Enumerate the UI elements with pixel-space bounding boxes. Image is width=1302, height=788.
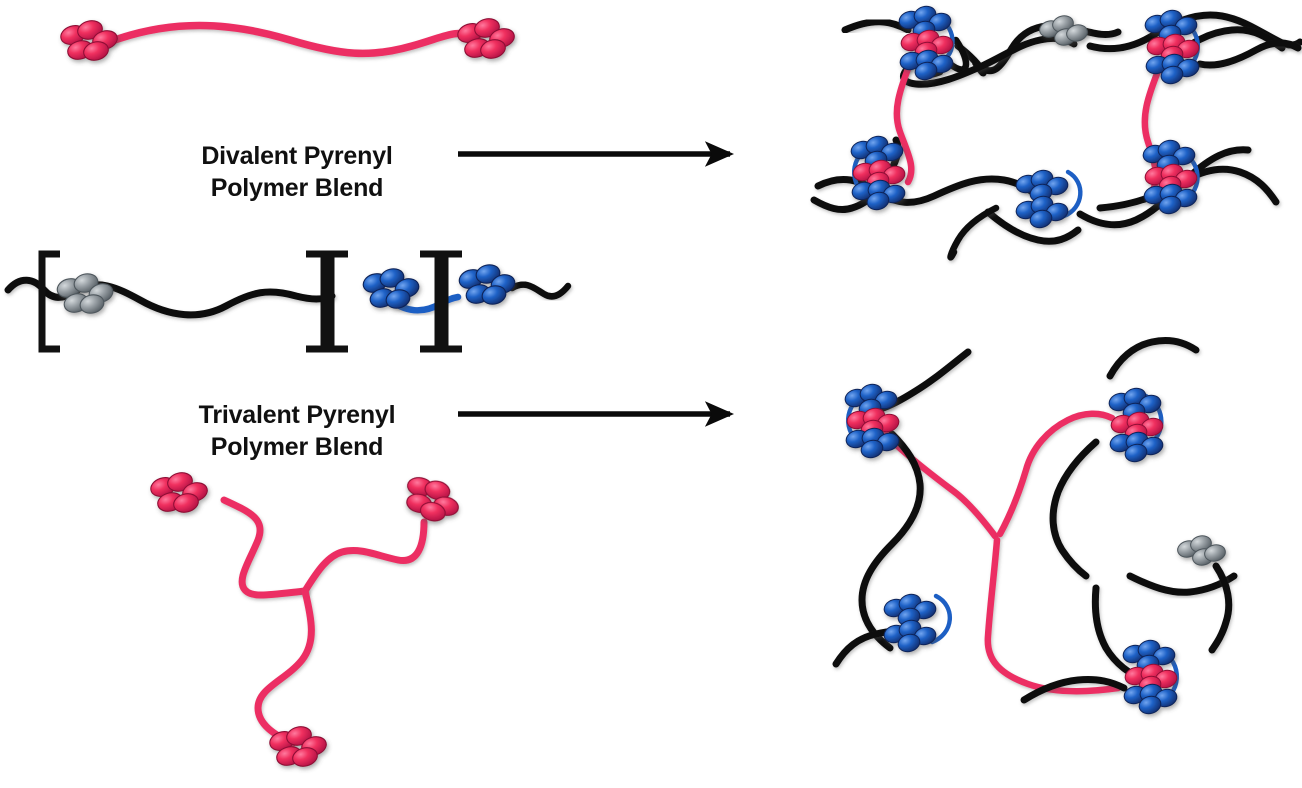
binding-site-7 [1121,638,1179,716]
network2-chain-i [1208,562,1233,654]
trivalent-end-group-upper-right [394,465,469,533]
gray-repeat-unit [55,271,115,315]
network1-chain-g [1196,39,1302,69]
binding-site-6 [1107,386,1165,464]
pyrenyl-end-group-left [58,18,119,63]
bracket-open-1 [38,250,60,353]
bracket-open-3 [441,250,462,353]
network2-loop-d [929,593,952,645]
bracket-close-1 [306,250,328,353]
network1-linker-left [893,54,916,186]
binding-site-3 [849,134,907,212]
trivalent-blend-label: Trivalent Pyrenyl Polymer Blend [152,399,442,463]
free-blue-pair-1 [1014,168,1070,230]
blue-repeat-unit-1 [361,266,421,310]
divalent-label-line-1: Divalent Pyrenyl [201,142,393,170]
network2-star-arm-bottom [984,536,1122,695]
bracket-open-2 [327,250,348,353]
host-copolymer [4,250,572,353]
binding-site-5 [843,382,901,460]
network2-chain-f [1126,572,1238,596]
trivalent-label-line-2: Polymer Blend [210,433,384,461]
network1-loop-e [1061,169,1083,219]
trivalent-arm-bottom [254,587,315,748]
network1-chain-k [1096,165,1280,212]
binding-site-4 [1141,138,1199,216]
trivalent-arm-upper-right [301,518,428,595]
network1-chain-m [947,204,1000,261]
network2-star-arm-upper-right [996,410,1116,538]
copolymer-backbone-black [4,276,336,319]
trivalent-arm-upper-left [220,496,309,599]
trivalent-label-line-1: Trivalent Pyrenyl [198,401,396,429]
network1-chain-a [841,18,912,34]
trivalent-pyrenyl-polymer [148,465,469,769]
network2-chain-d [1106,336,1200,380]
divalent-network [810,4,1302,261]
binding-site-2 [1143,8,1201,86]
bracket-close-2 [420,250,442,353]
network2-chain-e [1049,438,1100,580]
divalent-label-line-2: Polymer Blend [210,174,384,202]
divalent-blend-label: Divalent Pyrenyl Polymer Blend [152,140,442,204]
reaction-arrows [458,141,735,427]
trivalent-network [832,336,1238,716]
gray-unit-network2 [1176,534,1227,568]
divalent-chain [100,21,482,58]
pyrenyl-end-group-right [455,16,516,61]
network2-chain-h [1020,676,1128,704]
divalent-pyrenyl-polymer [58,16,516,63]
copolymer-tail-black [508,281,572,300]
trivalent-end-group-upper-left [148,470,209,515]
blue-repeat-unit-2 [457,262,517,306]
network1-chain-l [984,208,1082,245]
network2-chain-b [858,430,924,652]
